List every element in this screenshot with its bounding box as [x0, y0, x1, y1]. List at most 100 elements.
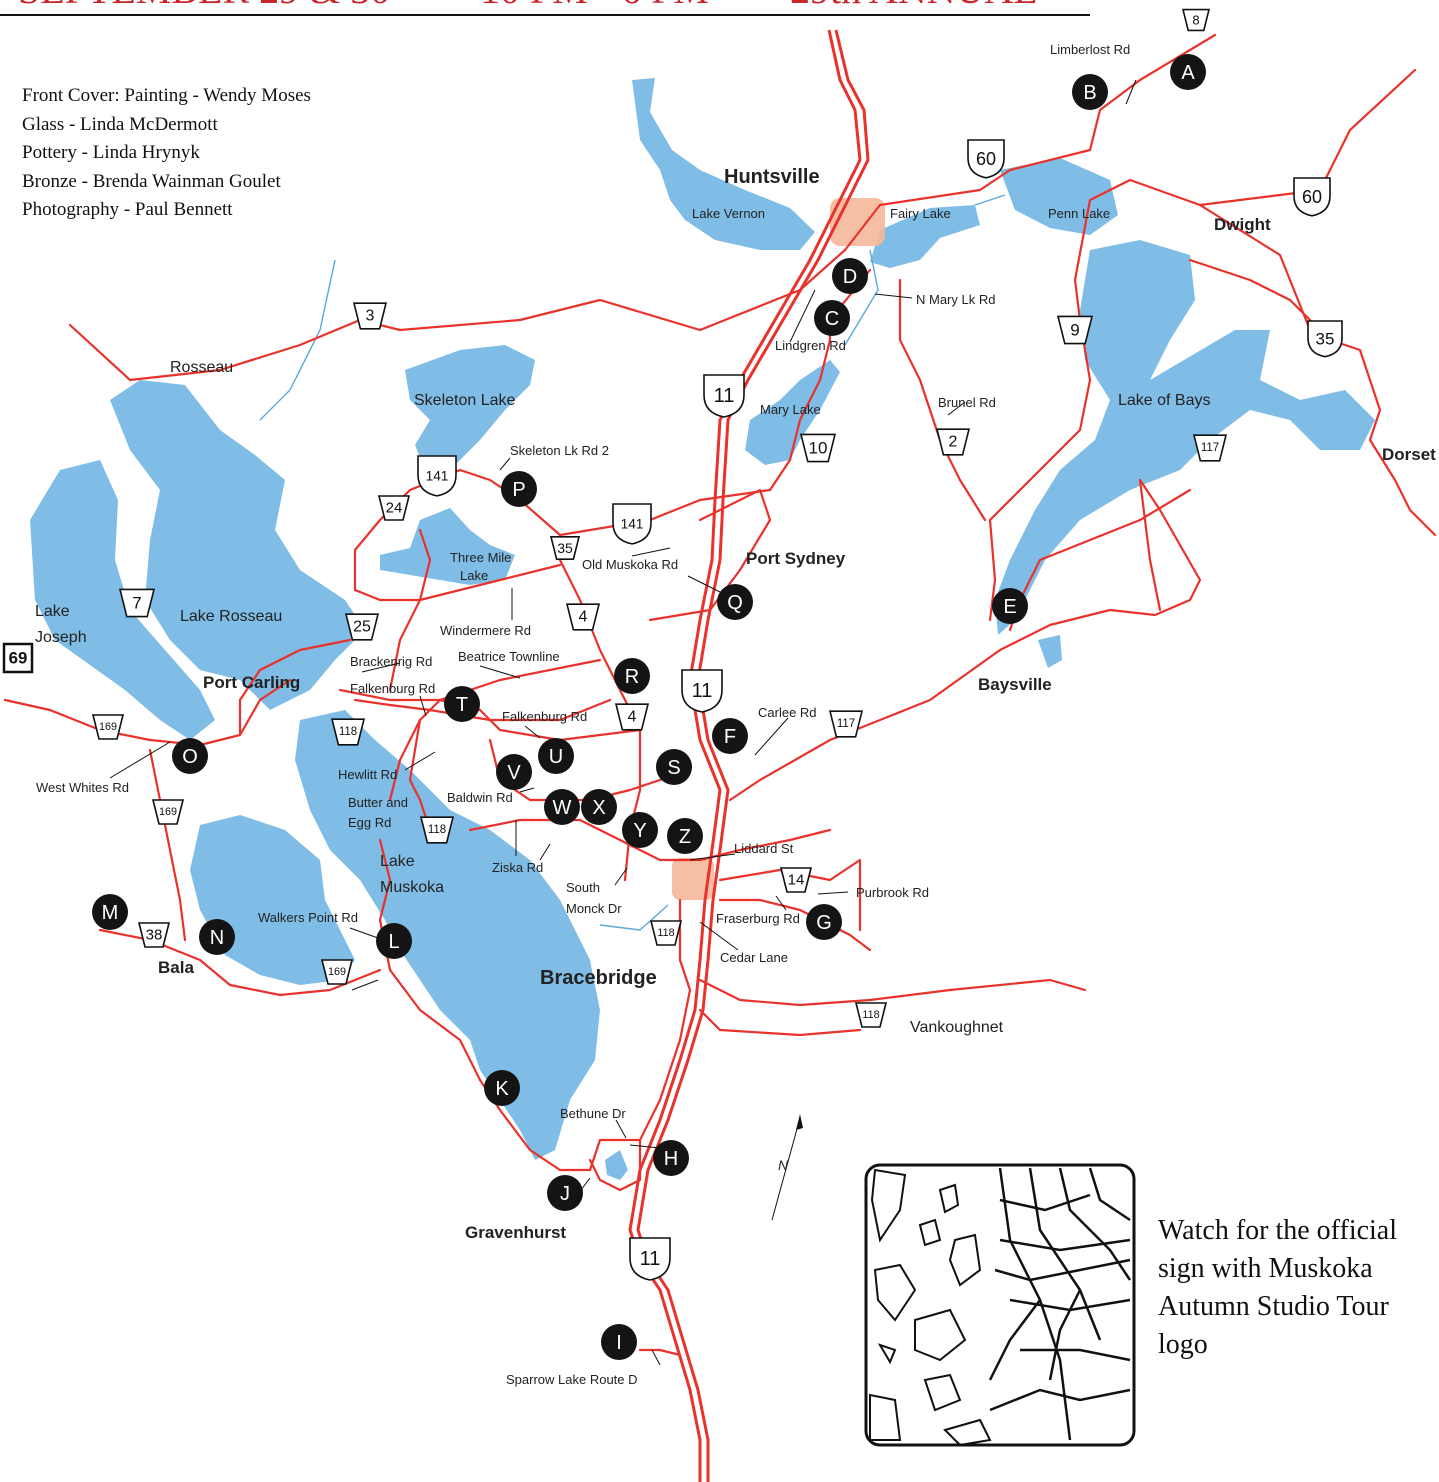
studio-marker-l: L — [376, 923, 412, 959]
studio-marker-d: D — [832, 258, 868, 294]
highway-shield-118: 118 — [419, 816, 455, 844]
highway-shield-35: 35 — [549, 536, 581, 560]
studio-marker-o: O — [172, 738, 208, 774]
town-label-dorset: Dorset — [1382, 445, 1436, 464]
town-label-port-carling: Port Carling — [203, 673, 300, 692]
svg-text:118: 118 — [339, 726, 357, 738]
studio-marker-s: S — [656, 749, 692, 785]
svg-text:M: M — [102, 902, 119, 924]
studio-marker-j: J — [547, 1175, 583, 1211]
svg-text:14: 14 — [788, 872, 805, 889]
lake-label: Lake Rosseau — [180, 608, 282, 625]
svg-text:N: N — [210, 927, 224, 949]
studio-marker-y: Y — [622, 812, 658, 848]
highway-shield-118: 118 — [854, 1002, 888, 1028]
highway-shield-24: 24 — [377, 495, 411, 521]
svg-text:38: 38 — [146, 927, 163, 944]
lake-label: Mary Lake — [760, 402, 821, 417]
highway-shield-9: 9 — [1056, 315, 1094, 345]
svg-text:141: 141 — [426, 469, 449, 484]
road-label: Skeleton Lk Rd 2 — [510, 443, 609, 458]
svg-text:118: 118 — [428, 824, 446, 836]
studio-marker-q: Q — [717, 584, 753, 620]
road-label: Old Muskoka Rd — [582, 557, 678, 572]
credit-line: Front Cover: Painting - Wendy Moses — [22, 85, 311, 106]
svg-text:2: 2 — [949, 434, 958, 451]
lake-label: Muskoka — [380, 879, 444, 896]
svg-text:117: 117 — [1201, 442, 1219, 454]
north-label: N — [778, 1157, 789, 1173]
road-label: Brunel Rd — [938, 395, 996, 410]
road-label: Limberlost Rd — [1050, 42, 1130, 57]
svg-text:U: U — [549, 746, 563, 768]
highway-shield-11: 11 — [629, 1237, 671, 1281]
svg-text:141: 141 — [621, 517, 644, 532]
svg-text:I: I — [616, 1332, 622, 1354]
highway-shield-38: 38 — [137, 922, 171, 948]
highway-shield-11: 11 — [681, 669, 723, 713]
tour-header: SEPTEMBER 29 & 30 10 PM - 6 PM 29th ANNU… — [0, 0, 1090, 16]
svg-text:4: 4 — [628, 709, 637, 726]
road-label: Falkenburg Rd — [350, 681, 435, 696]
studio-marker-b: B — [1072, 74, 1108, 110]
svg-text:S: S — [667, 757, 680, 779]
town-label-huntsville: Huntsville — [724, 166, 820, 188]
lake-of-bays-shape — [995, 240, 1375, 635]
road-label: Windermere Rd — [440, 623, 531, 638]
svg-text:J: J — [560, 1183, 570, 1205]
fairy-lake-shape — [870, 205, 980, 268]
svg-text:V: V — [507, 762, 521, 784]
highway-shield-14: 14 — [779, 867, 813, 893]
highway-shield-4: 4 — [565, 603, 601, 631]
lake-rosseau-shape — [110, 380, 365, 710]
lake-label: Penn Lake — [1048, 206, 1110, 221]
svg-text:B: B — [1083, 82, 1096, 104]
cover-credits: Front Cover: Painting - Wendy Moses Glas… — [22, 82, 311, 225]
credit-line: Glass - Linda McDermott — [22, 113, 218, 135]
lake-label: Fairy Lake — [890, 206, 951, 221]
road-label: Purbrook Rd — [856, 885, 929, 900]
town-label-vankoughnet: Vankoughnet — [910, 1019, 1004, 1036]
highway-shield-141: 141 — [612, 503, 652, 545]
lake-label: Three Mile — [450, 550, 511, 565]
highway-shield-3: 3 — [352, 302, 388, 330]
studio-marker-x: X — [581, 789, 617, 825]
header-dates: SEPTEMBER 29 & 30 — [18, 0, 390, 13]
north-arrow: N — [771, 1114, 803, 1221]
studio-marker-k: K — [484, 1070, 520, 1106]
svg-text:169: 169 — [328, 966, 346, 978]
road-label: Cedar Lane — [720, 950, 788, 965]
highway-shield-118: 118 — [330, 718, 366, 746]
lake-label: Lake — [380, 853, 415, 870]
svg-text:11: 11 — [640, 1248, 661, 1270]
town-label-bracebridge: Bracebridge — [540, 967, 657, 989]
svg-text:3: 3 — [366, 308, 375, 325]
road-label: Liddard St — [734, 841, 794, 856]
highway-shield-2: 2 — [935, 428, 971, 456]
road-label: Walkers Point Rd — [258, 910, 358, 925]
road-label: Ziska Rd — [492, 860, 543, 875]
road-label: South — [566, 880, 600, 895]
svg-text:25: 25 — [353, 619, 371, 636]
road-labels: Limberlost Rd N Mary Lk Rd Lindgren Rd B… — [36, 42, 1130, 1387]
road-label: Monck Dr — [566, 901, 622, 916]
road-label: Sparrow Lake Route D — [506, 1372, 638, 1387]
lake-label: Joseph — [35, 629, 87, 646]
road-label: Butter and — [348, 795, 408, 810]
town-label-bala: Bala — [158, 958, 194, 977]
town-label-port-sydney: Port Sydney — [746, 549, 846, 568]
tour-logo — [864, 1163, 1136, 1447]
studio-marker-z: Z — [667, 818, 703, 854]
svg-text:169: 169 — [99, 721, 117, 733]
svg-text:D: D — [843, 266, 857, 288]
header-hours: 10 PM - 6 PM — [480, 0, 709, 13]
svg-text:Q: Q — [727, 592, 743, 614]
town-label-rosseau: Rosseau — [170, 359, 233, 376]
svg-text:118: 118 — [862, 1009, 879, 1021]
studio-marker-p: P — [501, 471, 537, 507]
svg-text:10: 10 — [809, 439, 828, 458]
svg-text:E: E — [1003, 596, 1016, 618]
